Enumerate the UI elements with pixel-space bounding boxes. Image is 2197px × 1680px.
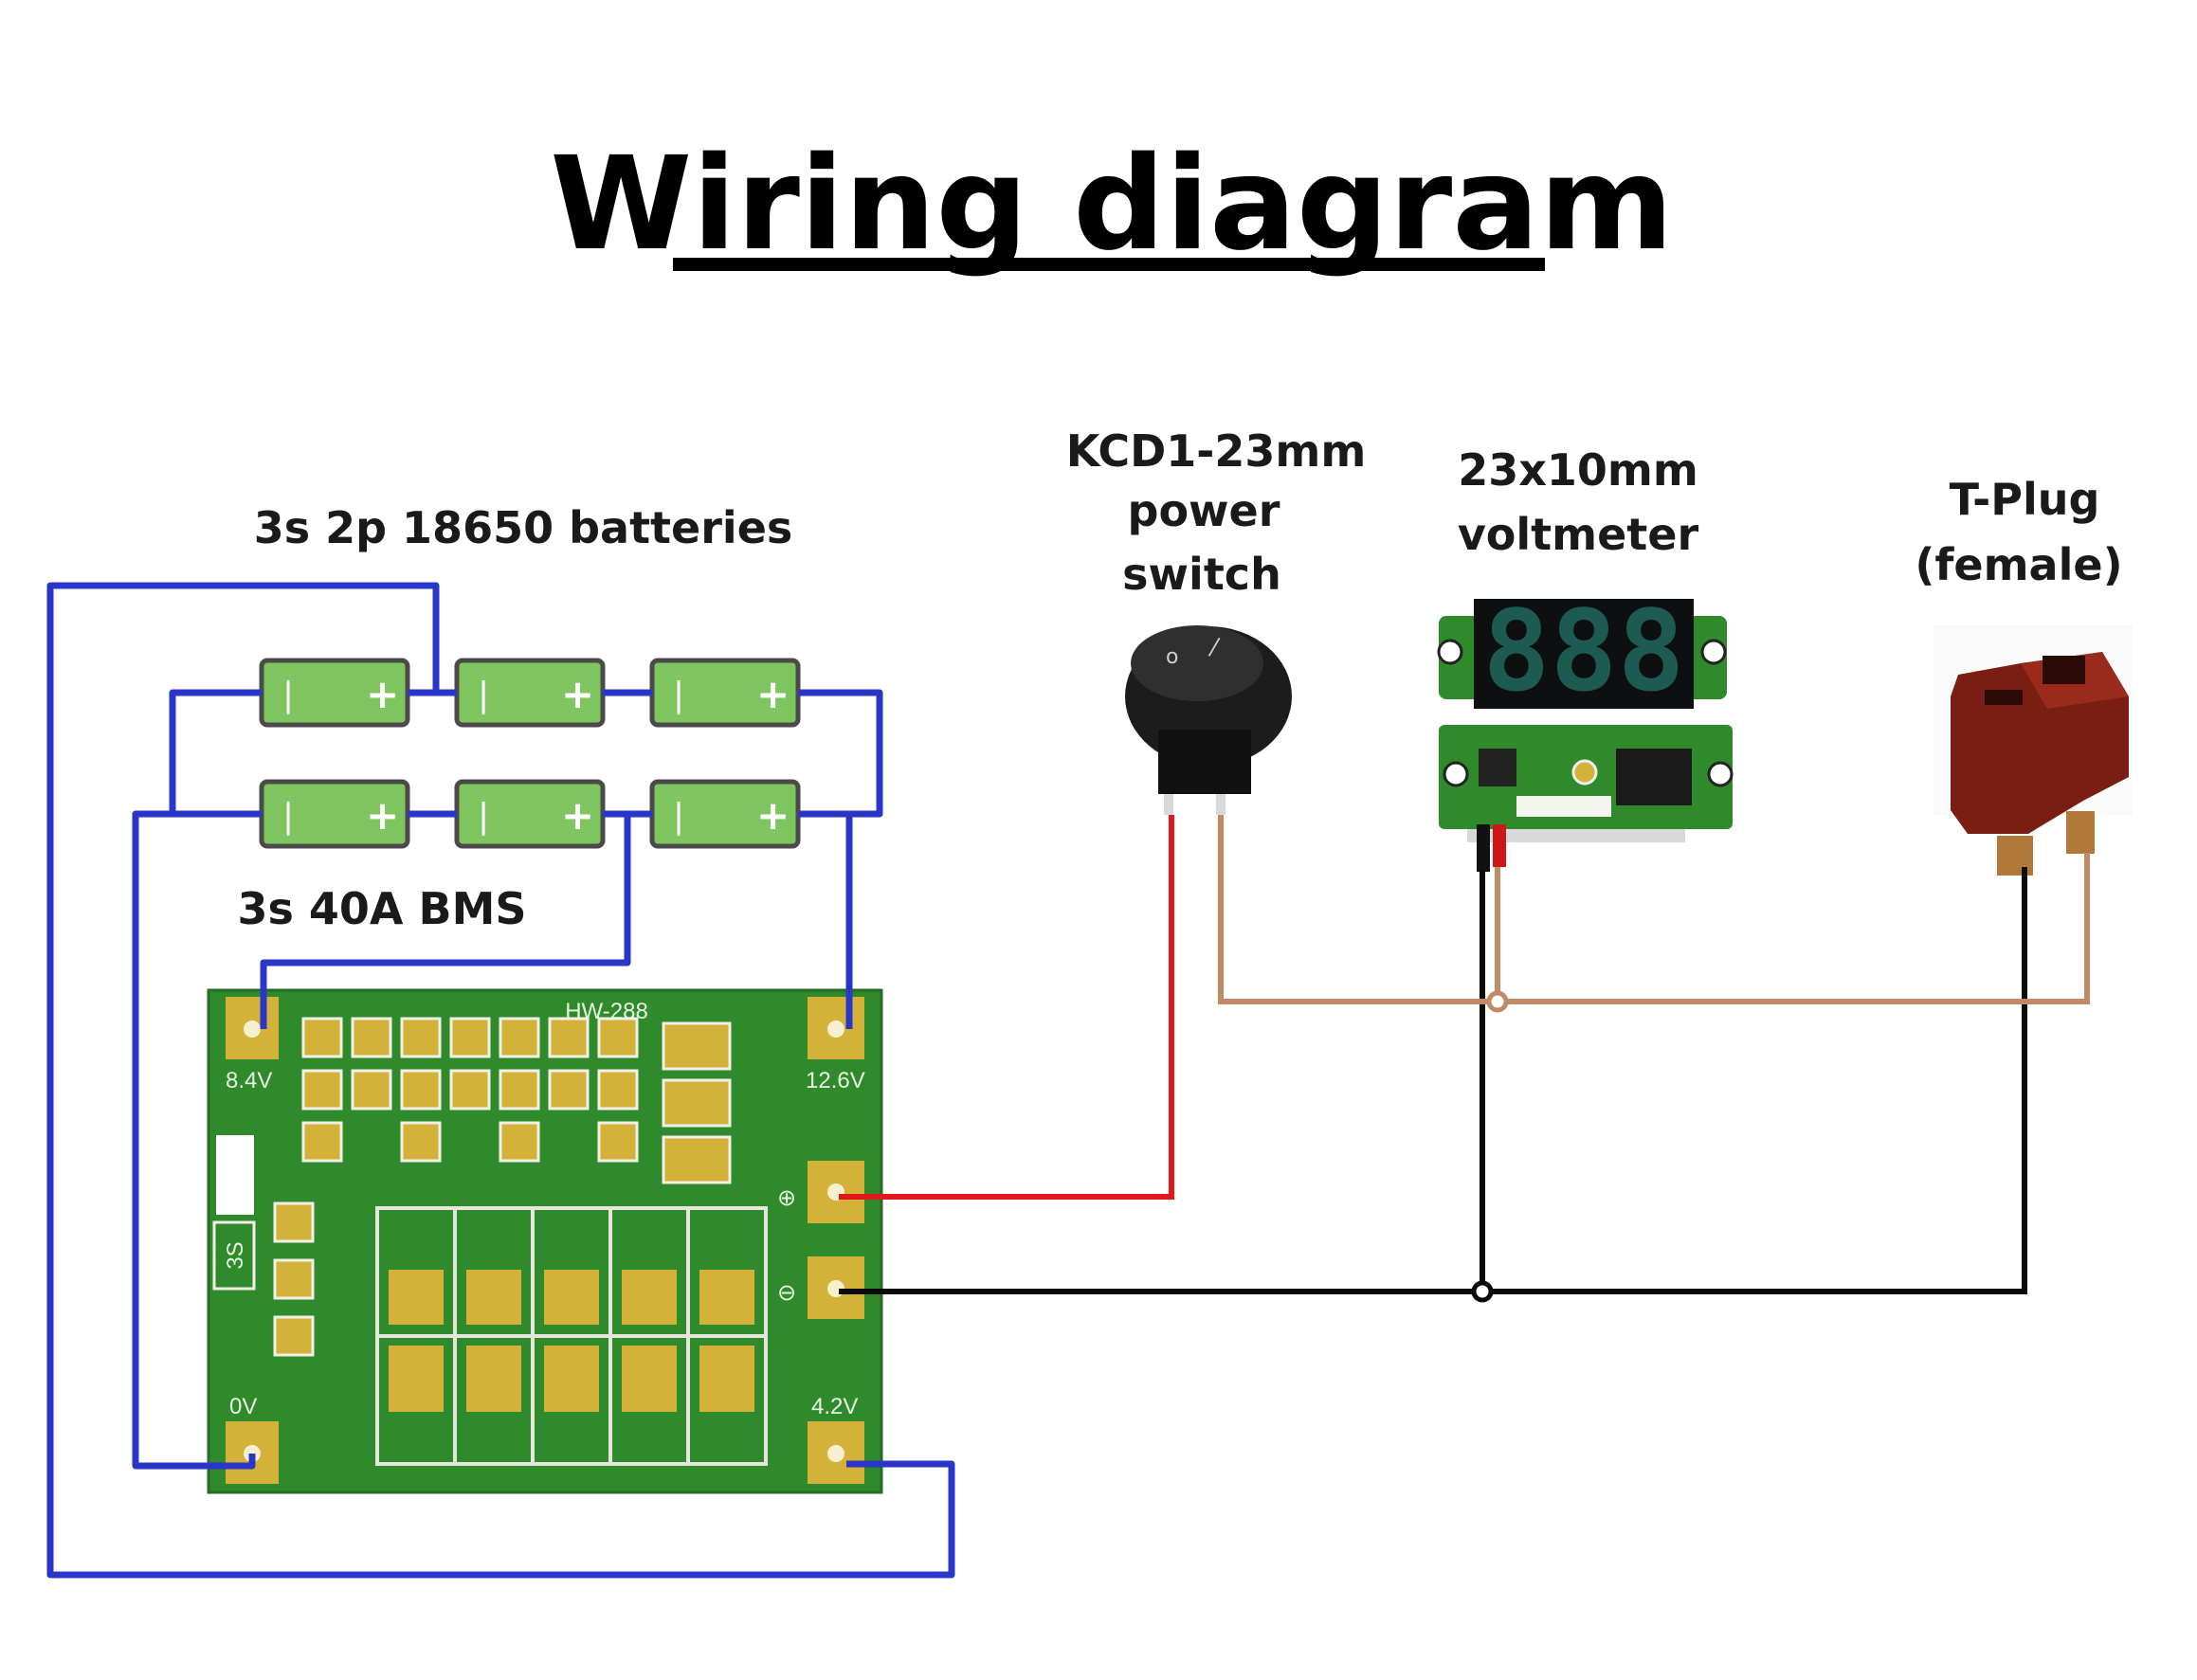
pcb-white-label — [216, 1135, 254, 1215]
t-plug — [1934, 625, 2133, 876]
voltmeter-digits: 888 — [1482, 586, 1684, 716]
pcb-minus-symbol: ⊖ — [777, 1280, 796, 1306]
battery-neg-sign: | — [478, 676, 489, 714]
negative-wires — [839, 867, 2027, 1294]
wire-8v4 — [260, 814, 631, 1029]
voltmeter-label-line1: 23x10mm — [1458, 444, 1698, 496]
wire-left-parallel — [169, 689, 262, 818]
battery-neg-sign: | — [673, 797, 684, 836]
pcb-text-0v: 0V — [229, 1394, 257, 1419]
voltmeter: 888 — [1437, 586, 1734, 872]
switch-rocker — [1131, 625, 1263, 701]
switch-terminal-left — [1164, 777, 1173, 815]
pcb-components — [273, 1017, 732, 1357]
switch-terminal-right — [1216, 777, 1226, 815]
battery-pack: | + | + | + | + | + | + — [259, 658, 801, 849]
battery-top-1: | + — [259, 658, 410, 728]
mosfet-grid — [375, 1206, 768, 1466]
pcb-text-12v6: 12.6V — [806, 1068, 865, 1093]
junction-brown — [1486, 990, 1509, 1013]
wire-brown-main — [1218, 815, 2090, 1004]
battery-pos-sign: + — [366, 792, 399, 839]
battery-bottom-1: | + — [259, 779, 410, 849]
brown-wires — [1218, 815, 2090, 1004]
pcb-3s-box — [212, 1220, 256, 1291]
pcb-side-label: 3S — [223, 1241, 248, 1269]
pcb-text-4v2: 4.2V — [811, 1394, 858, 1419]
wire-0v — [132, 810, 256, 1470]
wire-neg-main — [839, 867, 2027, 1294]
switch-off-mark: o — [1166, 645, 1178, 669]
voltmeter-label-line2: voltmeter — [1458, 509, 1699, 560]
tplug-pin-right — [2066, 811, 2095, 854]
balance-wires — [46, 582, 955, 1579]
switch-label-line2: power — [1128, 485, 1280, 536]
voltmeter-lead-red — [1493, 824, 1506, 867]
wire-positive — [839, 815, 1174, 1200]
page-title: Wiring diagram — [550, 130, 1673, 280]
tplug-label-line2: (female) — [1915, 539, 2122, 590]
battery-pos-sign: + — [561, 792, 594, 839]
battery-bottom-2: | + — [454, 779, 606, 849]
battery-pos-sign: + — [756, 671, 790, 717]
batteries-label: 3s 2p 18650 batteries — [254, 502, 793, 553]
switch-label-line1: KCD1-23mm — [1066, 425, 1367, 477]
battery-top-2: | + — [454, 658, 606, 728]
pcb-model: HW-288 — [565, 999, 648, 1024]
power-switch: o | — [1125, 625, 1292, 815]
junction-negative — [1471, 1280, 1494, 1303]
battery-neg-sign: | — [282, 797, 294, 836]
wire-right-parallel — [798, 689, 883, 818]
pcb-plus-symbol: ⊕ — [777, 1185, 796, 1211]
title-underline — [673, 258, 1545, 271]
pcb-text-8v4: 8.4V — [226, 1068, 272, 1093]
bms-label: 3s 40A BMS — [238, 883, 527, 934]
tplug-pin-left — [1997, 836, 2033, 876]
battery-pos-sign: + — [756, 792, 790, 839]
battery-pos-sign: + — [561, 671, 594, 717]
wire-4v2 — [46, 582, 955, 1579]
bms-board: 3S HW-288 8.4V 12.6V 0V 4.2V ⊕ ⊖ — [207, 988, 883, 1494]
voltmeter-lead-black — [1477, 824, 1490, 872]
switch-label-line3: switch — [1122, 549, 1281, 600]
battery-neg-sign: | — [282, 676, 294, 714]
switch-base — [1158, 730, 1251, 794]
battery-top-3: | + — [649, 658, 801, 728]
battery-bottom-3: | + — [649, 779, 801, 849]
voltmeter-display — [1474, 599, 1694, 709]
tplug-label-line1: T-Plug — [1950, 474, 2100, 525]
battery-pos-sign: + — [366, 671, 399, 717]
battery-neg-sign: | — [478, 797, 489, 836]
battery-neg-sign: | — [673, 676, 684, 714]
